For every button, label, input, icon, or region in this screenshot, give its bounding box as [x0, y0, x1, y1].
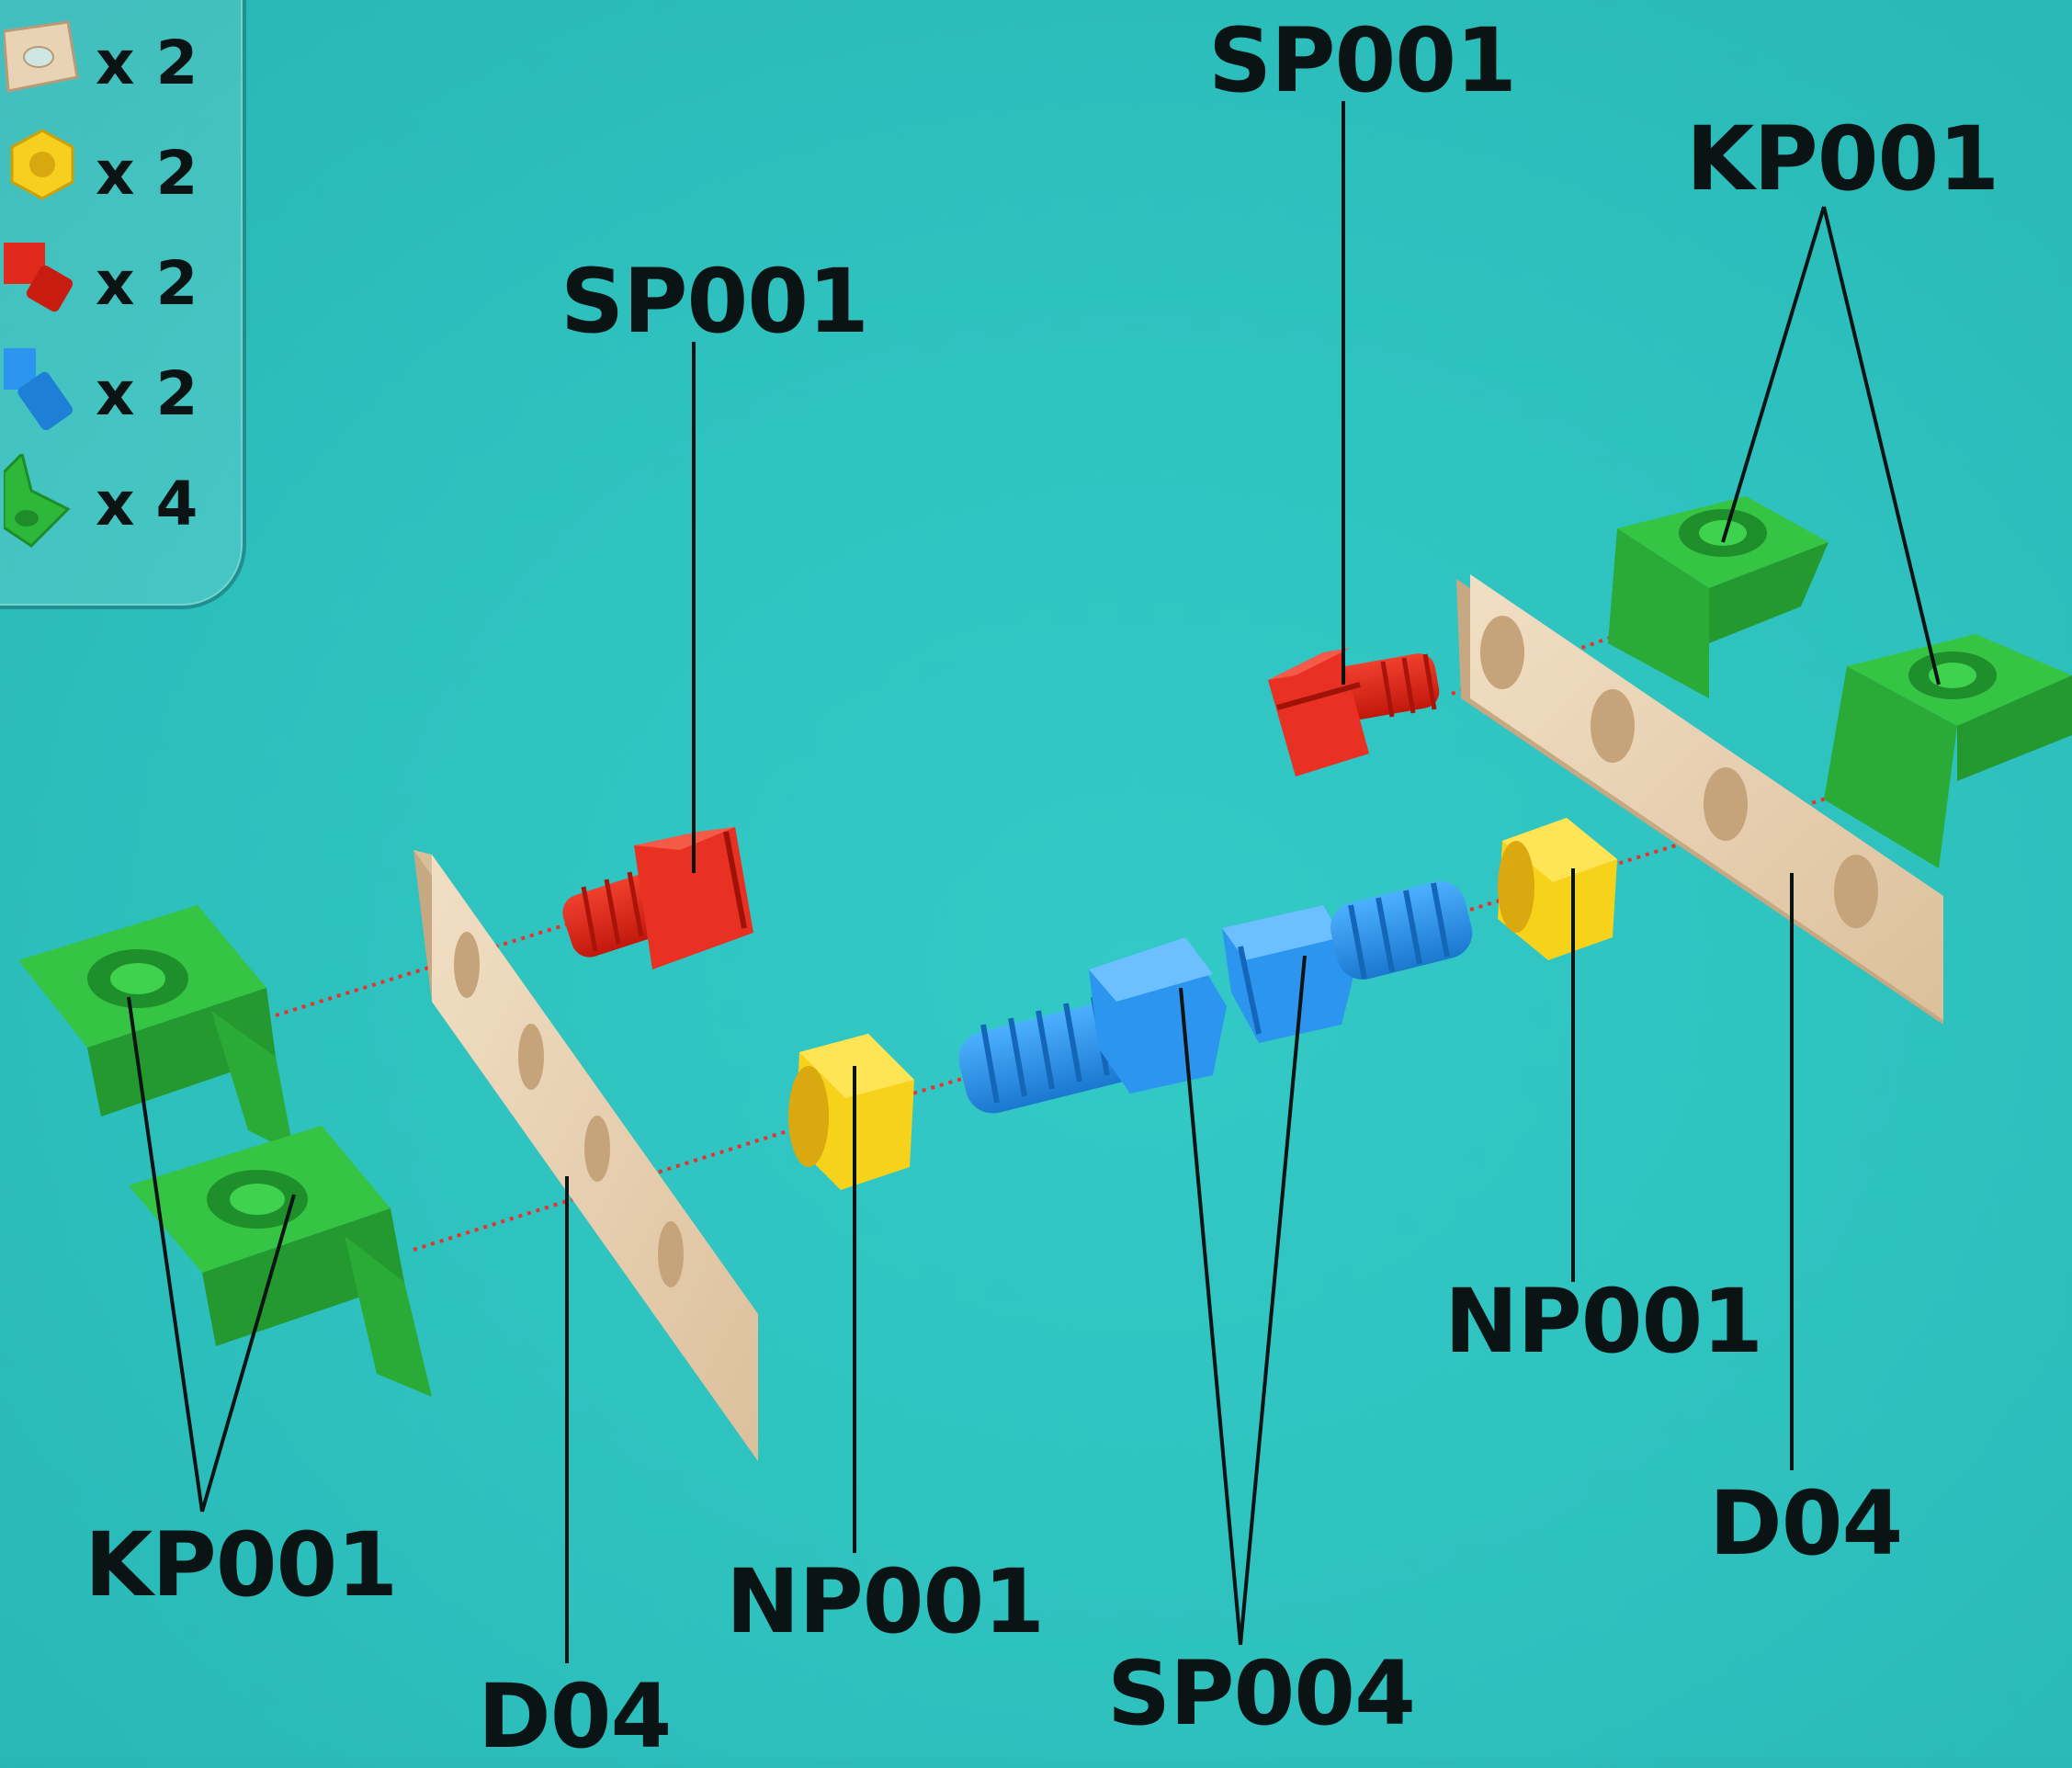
bracket-right-bottom [1824, 634, 2072, 868]
legend-row-blue-screw: x 2 [4, 344, 243, 445]
blue-screw-left [958, 937, 1227, 1114]
label-np001-right: NP001 [1444, 1270, 1763, 1373]
legend-count-plate: x 2 [96, 28, 198, 98]
legend-count-blue-screw: x 2 [96, 358, 198, 429]
red-screw-left [562, 827, 753, 969]
legend-row-nut: x 2 [4, 123, 243, 224]
label-d04-left: D04 [478, 1665, 672, 1768]
nut-left [788, 1034, 914, 1190]
legend-count-bracket: x 4 [96, 469, 198, 539]
parts-legend: x 2 x 2 x 2 x 2 x 4 [0, 0, 246, 609]
label-sp004: SP004 [1107, 1642, 1416, 1745]
callout-leader-lines [127, 101, 1941, 1663]
legend-row-red-screw: x 2 [4, 233, 243, 334]
bracket-icon [4, 454, 71, 548]
label-d04-right: D04 [1709, 1472, 1903, 1575]
legend-row-plate: x 2 [4, 13, 243, 114]
nut-right [1498, 818, 1617, 960]
label-sp001-right: SP001 [1208, 9, 1517, 112]
label-kp001-bottom: KP001 [85, 1513, 398, 1616]
wood-plate-icon [4, 20, 79, 93]
label-kp001-top: KP001 [1686, 108, 1999, 210]
label-sp001-left: SP001 [560, 250, 869, 353]
label-np001-left: NP001 [726, 1550, 1045, 1653]
bracket-right-top [1608, 496, 1829, 698]
nut-icon [10, 129, 74, 200]
wood-plate-right [1456, 574, 1943, 1025]
blue-screw-right [1222, 881, 1473, 1043]
bracket-left-bottom [129, 1126, 432, 1397]
legend-row-bracket: x 4 [4, 454, 243, 555]
blue-screw-icon [4, 348, 74, 431]
red-screw-right [1268, 648, 1440, 776]
legend-count-nut: x 2 [96, 138, 198, 209]
legend-count-red-screw: x 2 [96, 248, 198, 319]
wood-plate-left [413, 850, 758, 1461]
red-screw-icon [4, 243, 74, 312]
bracket-left-top [18, 905, 294, 1153]
